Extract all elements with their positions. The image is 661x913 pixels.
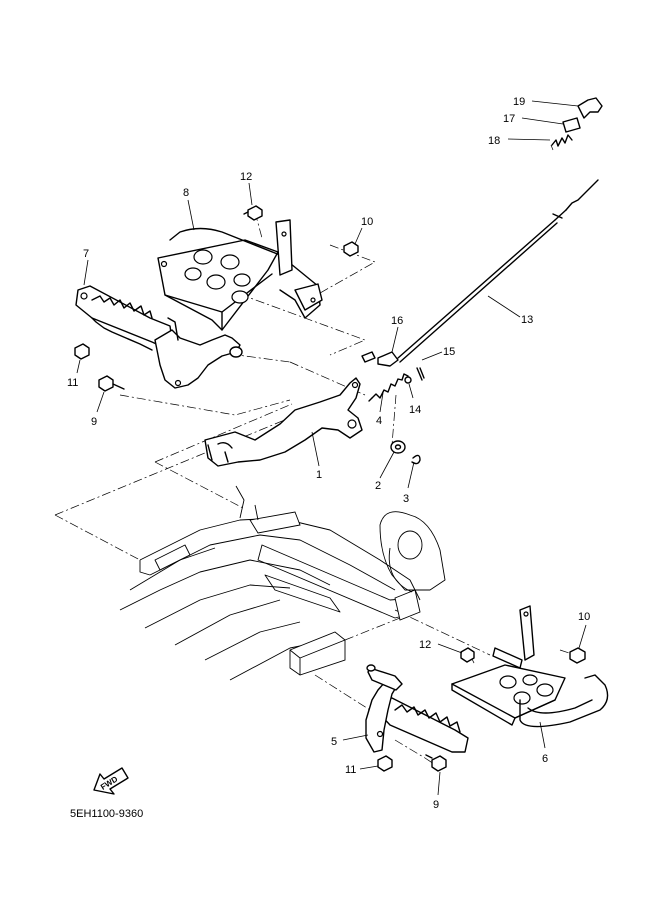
callout-17: 17: [503, 113, 515, 125]
adjuster-nut: [562, 117, 581, 133]
callout-leaders: [76, 100, 587, 796]
callout-7: 7: [83, 248, 89, 260]
callout-16: 16: [391, 315, 403, 327]
right-footrest: [365, 664, 469, 753]
callout-8: 8: [183, 187, 189, 199]
callout-4: 4: [376, 415, 382, 427]
bolt-10-lower: [569, 647, 586, 664]
callout-9-left: 9: [91, 416, 97, 428]
brake-pedal: [204, 377, 363, 467]
cable-spring: [551, 134, 573, 147]
clevis-cotter-pin: [416, 367, 425, 381]
callout-6: 6: [542, 753, 548, 765]
cotter-pin: [411, 454, 421, 465]
callout-12-lower: 12: [419, 639, 431, 651]
bolt-10-upper: [343, 241, 359, 257]
callout-1: 1: [316, 469, 322, 481]
bolt-12-upper: [243, 205, 263, 221]
callout-numbers: 1 2 3 4 14 15 16 13 17 18 19 8 12 10 7 1…: [67, 96, 590, 811]
return-spring: [368, 373, 409, 402]
callout-5: 5: [331, 736, 337, 748]
brake-clevis: [361, 351, 399, 367]
forward-direction-arrow: FWD: [93, 767, 129, 795]
diagram-code: 5EH1100-9360: [70, 808, 143, 820]
right-footrest-plate: [451, 605, 609, 728]
callout-13: 13: [521, 314, 533, 326]
spring-pin: [404, 376, 412, 384]
brake-cable: [397, 179, 599, 363]
callout-12-upper: 12: [240, 171, 252, 183]
callout-18: 18: [488, 135, 500, 147]
callout-3: 3: [403, 493, 409, 505]
callout-2: 2: [375, 480, 381, 492]
bolt-9-left: [98, 375, 125, 392]
left-footrest-plate: [157, 219, 323, 331]
callout-9-right: 9: [433, 799, 439, 811]
washer: [390, 440, 406, 454]
bolt-9-right: [425, 754, 447, 772]
wing-nut: [577, 97, 603, 119]
vehicle-frame: [119, 485, 446, 681]
callout-15: 15: [443, 346, 455, 358]
callout-10-upper: 10: [361, 216, 373, 228]
left-footrest: [75, 285, 243, 389]
bolt-12-lower: [460, 647, 475, 663]
callout-19: 19: [513, 96, 525, 108]
callout-10-lower: 10: [578, 611, 590, 623]
callout-11-right: 11: [345, 764, 356, 776]
callout-11-left: 11: [67, 377, 78, 389]
callout-14: 14: [409, 404, 421, 416]
nut-11-left: [74, 343, 90, 360]
nut-11-right: [377, 755, 393, 772]
